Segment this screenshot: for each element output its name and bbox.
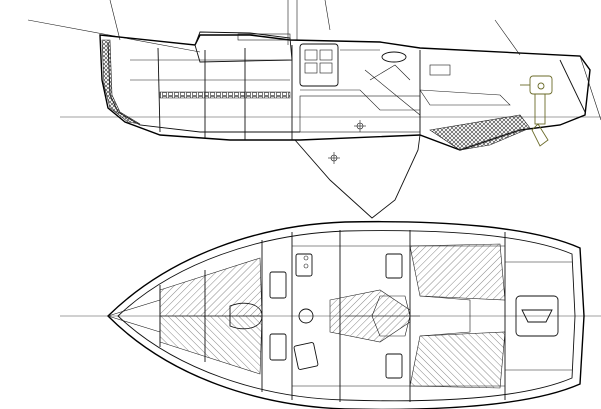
- profile-view: [27, 0, 601, 219]
- cabin-sole-band: [159, 91, 291, 99]
- burner-icon: [303, 263, 309, 269]
- tiller-well: [521, 309, 553, 323]
- hull-outline: [99, 34, 591, 151]
- window-pane-4: [319, 62, 333, 74]
- centerline-cross-icon: [328, 152, 340, 164]
- deck-inner-line: [117, 230, 576, 402]
- hatch-profile: [237, 33, 291, 41]
- deck-outline: [107, 220, 585, 409]
- deck-hatch-2: [269, 333, 287, 361]
- deck-plan-view: [60, 220, 601, 409]
- hull-structure-band: [101, 39, 141, 125]
- cockpit-seat: [419, 89, 511, 106]
- transom-line: [559, 59, 586, 113]
- hull-inner-line: [107, 41, 300, 133]
- centerboard-fin: [294, 134, 421, 219]
- bulkhead-1: [157, 47, 161, 133]
- bow-line-1: [107, 299, 161, 317]
- mast-step: [229, 302, 263, 330]
- sidedeck-hatch-lower: [409, 331, 506, 389]
- deck-hatch-1: [269, 271, 287, 299]
- backstay-line: [494, 19, 521, 56]
- ladder-line: [364, 69, 421, 116]
- chart-table-plan: [293, 342, 319, 370]
- mast-stay: [324, 0, 331, 31]
- mast-base-icon: [298, 308, 314, 324]
- window-pane-2: [319, 49, 333, 61]
- rig-line: [109, 0, 121, 41]
- galley-line: [300, 89, 420, 111]
- deckhouse: [194, 31, 293, 63]
- bow-line-2: [107, 315, 161, 333]
- chart-table: [369, 64, 411, 81]
- deck-hatch-4: [385, 353, 403, 379]
- galley-stove: [295, 253, 313, 277]
- window-pane-1: [304, 49, 318, 61]
- window-pane-3: [304, 62, 318, 74]
- deck-hatch-3: [385, 253, 403, 279]
- locker-lid: [429, 64, 451, 76]
- cabin-window-frame: [299, 43, 339, 87]
- outboard-motor-icon: [520, 75, 553, 147]
- cockpit-sole: [419, 295, 471, 337]
- centerline-cross-icon: [354, 120, 366, 132]
- burner-icon: [303, 255, 309, 261]
- sidedeck-hatch-upper: [409, 243, 506, 301]
- cockpit-locker: [515, 295, 559, 337]
- ballast-section: [429, 114, 531, 151]
- stern-rail: [579, 55, 601, 121]
- porthole: [381, 51, 407, 63]
